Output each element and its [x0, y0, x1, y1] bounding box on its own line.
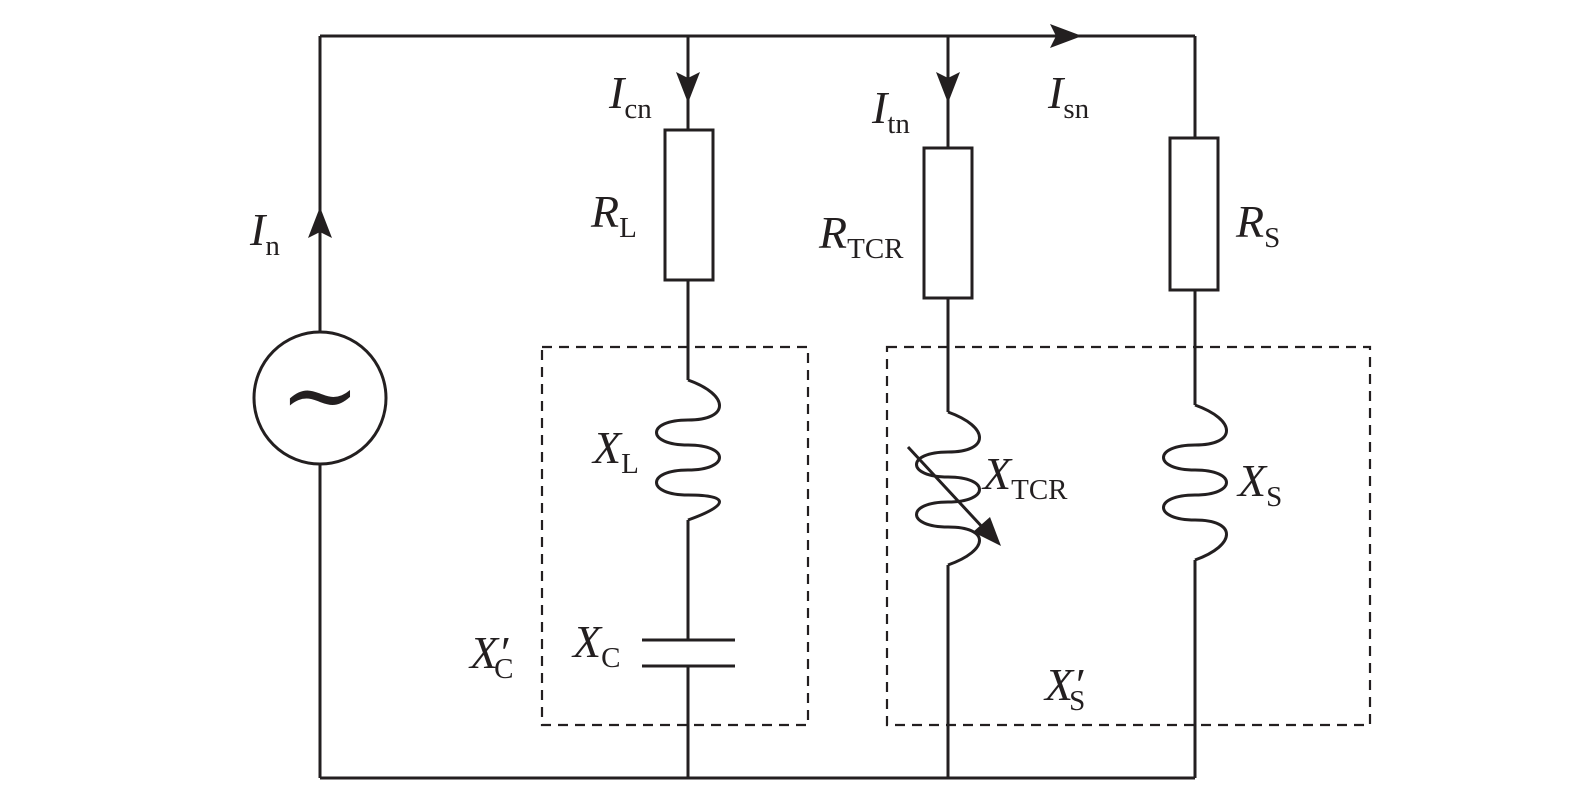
- label-branch-current-c-main: I: [608, 67, 627, 118]
- label-branch-current-t-sub: tn: [887, 108, 910, 140]
- source-current-arrow: [308, 207, 332, 238]
- label-source-current: In: [249, 204, 280, 262]
- label-branch-current-t-main: I: [871, 82, 890, 133]
- variable-arrow-shaft: [906, 445, 987, 532]
- label-branch-current-c-sub: cn: [624, 93, 652, 125]
- label-resistor-s: RS: [1235, 196, 1280, 254]
- label-capacitor-c-sub: C: [601, 642, 620, 674]
- branch-c-current-arrow: [676, 72, 700, 103]
- label-inductor-s-main: X: [1236, 455, 1268, 506]
- label-capacitor-c-main: X: [571, 616, 603, 667]
- label-source-current-sub: n: [265, 230, 280, 262]
- inductor-tcr-coil: [915, 410, 981, 567]
- label-inductor-l-main: X: [591, 422, 623, 473]
- label-inductor-l: XL: [591, 422, 639, 480]
- resistor-l: [663, 128, 715, 282]
- variable-arrow-head: [973, 517, 1001, 546]
- ac-source-circle: [252, 330, 388, 466]
- label-resistor-l-sub: L: [619, 212, 637, 244]
- label-inductor-tcr-main: X: [981, 448, 1013, 499]
- label-group-c: X′C: [468, 627, 514, 685]
- resistor-tcr: [922, 146, 974, 300]
- label-inductor-tcr: XTCR: [981, 448, 1068, 506]
- label-branch-current-t: Itn: [871, 82, 910, 140]
- label-resistor-s-sub: S: [1264, 222, 1280, 254]
- label-resistor-l: RL: [590, 186, 637, 244]
- label-group-s: X′S: [1043, 659, 1085, 717]
- label-branch-current-s: Isn: [1047, 67, 1090, 125]
- label-inductor-tcr-sub: TCR: [1011, 474, 1068, 506]
- ac-source-tilde: ~: [280, 339, 360, 451]
- label-resistor-tcr-main: R: [818, 207, 847, 258]
- resistor-s: [1168, 136, 1220, 292]
- label-inductor-s: XS: [1236, 455, 1282, 513]
- label-resistor-tcr: RTCR: [818, 207, 904, 265]
- label-group-s-main: X′: [1043, 659, 1084, 710]
- label-source-current-main: I: [249, 204, 268, 255]
- label-resistor-tcr-sub: TCR: [847, 233, 904, 265]
- label-group-c-main: X′: [468, 627, 509, 678]
- label-branch-current-c: Icn: [608, 67, 652, 125]
- group-s-dashed-box: [885, 345, 1372, 727]
- label-inductor-l-sub: L: [621, 448, 639, 480]
- inductor-l-coil: [655, 378, 721, 522]
- inductor-s-coil: [1162, 403, 1228, 562]
- label-branch-current-s-main: I: [1047, 67, 1066, 118]
- label-capacitor-c: XC: [571, 616, 620, 674]
- label-branch-current-s-sub: sn: [1063, 93, 1089, 125]
- label-inductor-s-sub: S: [1266, 481, 1282, 513]
- label-group-s-sub: S: [1069, 685, 1085, 717]
- branch-t-current-arrow: [936, 72, 960, 103]
- label-group-c-sub: C: [494, 653, 513, 685]
- label-resistor-s-main: R: [1235, 196, 1264, 247]
- group-c-dashed-box: [540, 345, 810, 727]
- label-resistor-l-main: R: [590, 186, 619, 237]
- branch-s-current-arrow: [1050, 24, 1082, 48]
